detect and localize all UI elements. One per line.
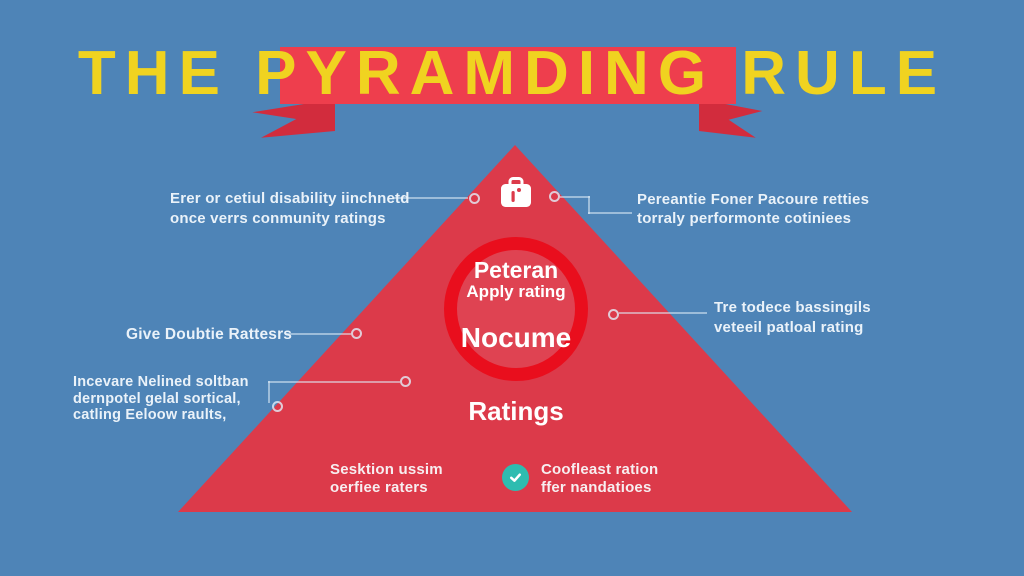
connector-line — [394, 197, 468, 199]
callout-line: ffer nandatioes — [541, 479, 652, 496]
connector-dot — [549, 191, 560, 202]
connector-dot — [608, 309, 619, 320]
check-icon — [502, 464, 529, 491]
circle-text-apply-rating: Apply rating — [466, 282, 566, 301]
callout-line: Erer or cetiul disability iinchnetd — [170, 190, 410, 207]
callout-line: Tre todece bassingils — [714, 299, 871, 316]
callout-line: Incevare Nelined soltban — [73, 374, 249, 390]
callout-mid-right: Tre todece bassingils veteeil patloal ra… — [714, 298, 871, 337]
callout-lower-left: Incevare Nelined soltban dernpotel gelal… — [73, 374, 249, 424]
callout-line: Pereantie Foner Pacoure retties — [637, 191, 870, 208]
callout-line: Coofleast ration — [541, 461, 659, 478]
ratings-label: Ratings — [468, 396, 564, 426]
callout-line: torraly performonte cotiniees — [637, 210, 852, 227]
callout-line: catling Eeloow raults, — [73, 407, 227, 423]
connector-line — [588, 212, 632, 214]
callout-bottom-left: Sesktion ussim oerfiee raters — [330, 461, 443, 497]
callout-top-left: Erer or cetiul disability iinchnetd once… — [170, 189, 410, 229]
connector-dot — [469, 193, 480, 204]
callout-bottom-right: Coofleast ration ffer nandatioes — [541, 461, 658, 497]
connector-dot — [400, 376, 411, 387]
callout-line: veteeil patloal rating — [714, 318, 864, 336]
connector-line — [285, 333, 351, 335]
connector-dot — [351, 328, 362, 339]
callout-line: once verrs conmunity ratings — [170, 210, 386, 227]
callout-mid-left: Give Doubtie Rattesrs — [126, 326, 292, 344]
callout-line: Sesktion ussim — [330, 461, 443, 478]
connector-dot — [272, 401, 283, 412]
circle-text-nocume: Nocume — [460, 322, 572, 353]
callout-line: Give Doubtie Rattesrs — [126, 326, 293, 343]
connector-line — [268, 381, 400, 383]
callout-line: oerfiee raters — [330, 479, 428, 496]
connector-line — [619, 312, 707, 314]
connector-line — [588, 196, 590, 214]
connector-line — [560, 196, 590, 198]
briefcase-icon — [499, 177, 533, 214]
ribbon-banner — [280, 47, 736, 104]
callout-top-right: Pereantie Foner Pacoure retties torraly … — [637, 190, 869, 228]
page-title: THE PYRAMDING RULE — [77, 39, 947, 108]
connector-line — [268, 381, 270, 403]
callout-line: dernpotel gelal sortical, — [73, 390, 241, 407]
circle-text-peteran: Peteran — [473, 257, 559, 283]
